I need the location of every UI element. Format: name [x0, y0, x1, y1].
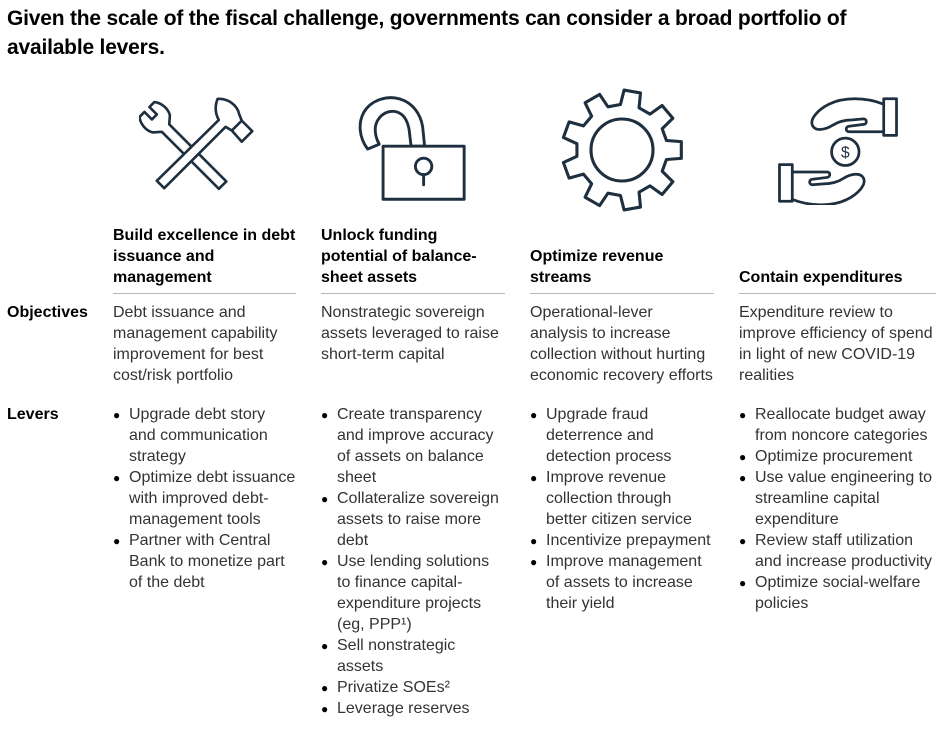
row-label-levers: Levers	[7, 406, 59, 423]
objective-text: Expenditure review to improve efficiency…	[739, 304, 933, 384]
objective-text: Debt issuance and management capability …	[113, 304, 278, 384]
lever-item: Partner with Central Bank to monetize pa…	[113, 530, 296, 593]
lever-item: Optimize debt issuance with improved deb…	[113, 467, 296, 530]
objective-text: Nonstrategic sovereign assets leveraged …	[321, 304, 499, 363]
tools-icon	[113, 86, 296, 214]
lever-item: Use lending solutions to finance capital…	[321, 551, 505, 635]
page-title: Given the scale of the fiscal challenge,…	[7, 7, 847, 59]
padlock-icon	[321, 86, 505, 214]
lever-item: Improve management of assets to increase…	[530, 551, 714, 614]
hands-money-icon: $	[739, 86, 936, 214]
levers-list-unlock-funding: Create transparency and improve accuracy…	[321, 386, 505, 720]
lever-item: Incentivize prepayment	[530, 530, 714, 552]
lever-item: Upgrade debt story and communication str…	[113, 404, 296, 467]
lever-item: Privatize SOEs²	[321, 677, 505, 699]
lever-item: Sell nonstrategic assets	[321, 635, 505, 677]
column-header-optimize-revenue: Optimize revenue streams	[530, 214, 714, 294]
lever-item: Reallocate budget away from noncore cate…	[739, 404, 936, 446]
lever-item: Leverage reserves	[321, 698, 505, 720]
icon-spacer	[7, 86, 88, 214]
levers-list-optimize-revenue: Upgrade fraud deterrence and detection p…	[530, 386, 714, 719]
column-header-contain-expenditures: Contain expenditures	[739, 214, 936, 294]
column-header-label: Unlock funding potential of balance-shee…	[321, 227, 477, 286]
row-label-objectives: Objectives	[7, 304, 88, 321]
lever-item: Collateralize sovereign assets to raise …	[321, 488, 505, 551]
objective-text: Operational-lever analysis to increase c…	[530, 304, 713, 384]
lever-item: Create transparency and improve accuracy…	[321, 404, 505, 488]
column-header-label: Build excellence in debt issuance and ma…	[113, 227, 296, 286]
lever-item: Optimize procurement	[739, 446, 936, 468]
lever-item: Improve revenue collection through bette…	[530, 467, 714, 530]
column-header-unlock-funding: Unlock funding potential of balance-shee…	[321, 214, 505, 294]
lever-item: Upgrade fraud deterrence and detection p…	[530, 404, 714, 467]
levers-list-contain-expenditures: Reallocate budget away from noncore cate…	[739, 386, 936, 719]
dollar-sign: $	[840, 144, 849, 161]
exhibit: Given the scale of the fiscal challenge,…	[0, 0, 943, 719]
levers-table: $ Build excellence in debt issuance and …	[7, 86, 943, 720]
column-header-label: Optimize revenue streams	[530, 248, 664, 286]
gear-icon	[530, 86, 714, 214]
levers-list-debt-issuance: Upgrade debt story and communication str…	[113, 386, 296, 719]
lever-item: Review staff utilization and increase pr…	[739, 530, 936, 572]
column-header-debt-issuance: Build excellence in debt issuance and ma…	[113, 214, 296, 294]
header-spacer	[7, 214, 88, 294]
column-header-label: Contain expenditures	[739, 269, 903, 286]
lever-item: Use value engineering to streamline capi…	[739, 467, 936, 530]
lever-item: Optimize social-welfare policies	[739, 572, 936, 614]
